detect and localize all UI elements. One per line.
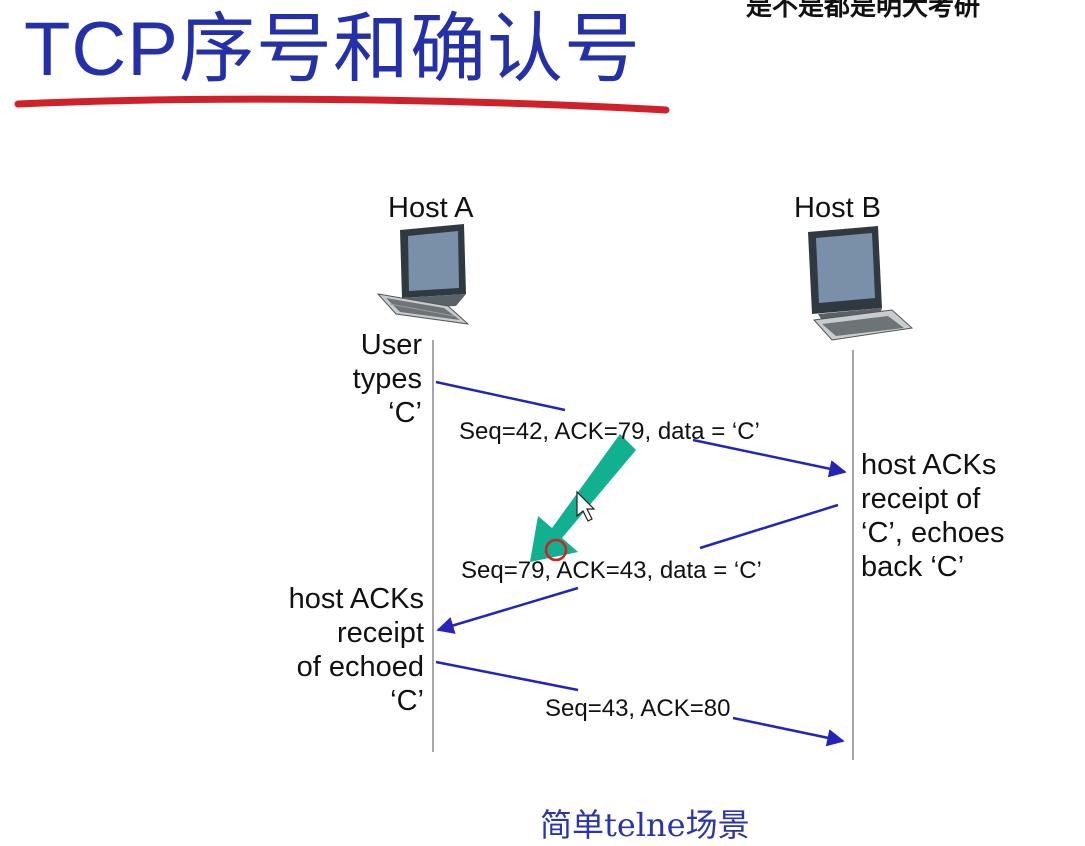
host-a-label: Host A (388, 192, 474, 224)
scenario-caption: 简单telne场景 (540, 806, 750, 844)
host-b-label: Host B (794, 192, 882, 224)
title-underline (14, 95, 670, 114)
message-label-2: Seq=79, ACK=43, data = ‘C’ (461, 557, 762, 584)
message-arrow-3a (435, 660, 579, 692)
message-arrow-1b (692, 438, 847, 478)
host-a-ack-echo-note: host ACKs receipt of echoed ‘C’ (288, 583, 424, 717)
message-arrow-2b (436, 586, 579, 634)
message-label-1: Seq=42, ACK=79, data = ‘C’ (459, 418, 760, 445)
computer-icon-host-b (808, 226, 914, 341)
slide-title: TCP序号和确认号 (24, 7, 641, 92)
computer-icon-host-a (376, 224, 470, 325)
host-a-user-types-note: User types ‘C’ (352, 329, 422, 429)
message-arrow-1a (435, 380, 566, 412)
message-arrow-2a (699, 503, 839, 550)
top-overlay-text: 是不是都是明大考研 (746, 0, 981, 21)
cursor-highlight-circle (544, 538, 568, 562)
mouse-cursor-icon (576, 490, 596, 522)
host-b-ack-note: host ACKs receipt of ‘C’, echoes back ‘C… (861, 449, 1005, 583)
message-arrow-3b (732, 716, 845, 747)
message-label-3: Seq=43, ACK=80 (545, 695, 731, 722)
